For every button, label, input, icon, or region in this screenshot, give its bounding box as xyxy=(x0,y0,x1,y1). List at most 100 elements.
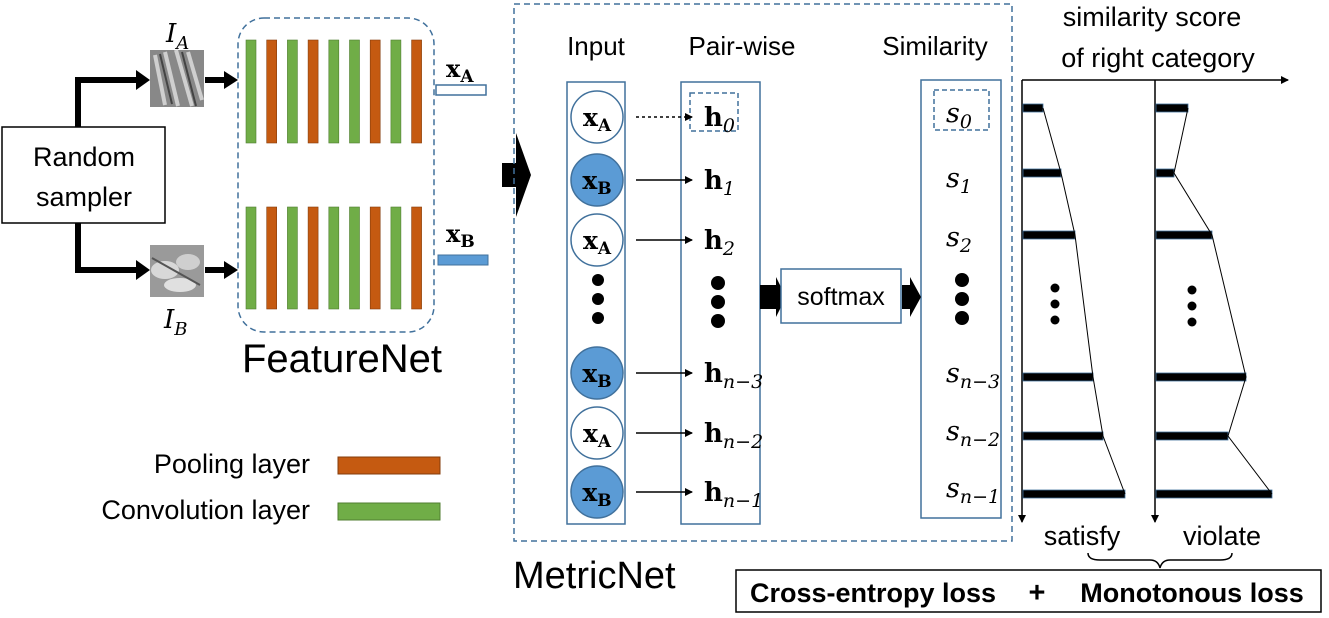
convolution-layer xyxy=(245,206,257,310)
metricnet-input-arrow xyxy=(502,133,531,217)
image-a xyxy=(150,49,204,107)
image-a-label: IA xyxy=(165,19,189,54)
h-label: h1 xyxy=(704,166,735,200)
h-label: hn−1 xyxy=(704,478,763,512)
image-b xyxy=(150,245,204,297)
h0-dashed-box xyxy=(689,92,739,132)
pooling-layer xyxy=(411,39,422,144)
satisfy-label: satisfy xyxy=(1044,521,1121,551)
score-bar xyxy=(1155,372,1247,382)
s-label: s0 xyxy=(946,98,972,133)
s0-dashed-box xyxy=(933,89,990,131)
input-node-label: xB xyxy=(582,478,611,511)
softmax-input-arrow xyxy=(760,277,786,317)
convolution-layer xyxy=(349,39,360,144)
softmax-box xyxy=(780,268,902,324)
feature-b-label: xB xyxy=(446,219,475,252)
score-bar xyxy=(1155,431,1229,441)
convolution-layer xyxy=(328,39,340,144)
featurenet-layers-top xyxy=(245,39,422,144)
featurenet-box xyxy=(237,17,435,333)
input-node-a xyxy=(570,90,624,144)
feature-vector-a xyxy=(435,84,487,96)
cross-entropy-loss-label: Cross-entropy loss xyxy=(750,578,996,608)
pooling-layer xyxy=(369,39,381,144)
pooling-layer xyxy=(266,39,278,144)
score-bar xyxy=(1022,168,1062,178)
legend-pooling-label: Pooling layer xyxy=(154,449,310,479)
pooling-layer xyxy=(411,206,422,310)
convolution-layer xyxy=(390,39,402,144)
input-node-label: xA xyxy=(583,419,612,452)
pooling-layer xyxy=(266,206,278,310)
input-node-label: xB xyxy=(582,359,611,392)
input-node-b xyxy=(570,346,624,400)
legend-pooling-swatch xyxy=(337,456,441,475)
violate-label: violate xyxy=(1183,521,1261,551)
score-title-line2: of right category xyxy=(1061,43,1255,73)
score-envelope xyxy=(1042,107,1126,495)
similarity-ellipsis xyxy=(955,273,969,325)
convolution-layer xyxy=(328,206,340,310)
featurenet-input-arrows xyxy=(205,71,238,279)
loss-brace xyxy=(1087,552,1233,569)
feature-vector-b xyxy=(437,254,489,266)
convolution-layer xyxy=(245,39,257,144)
legend-convolution-label: Convolution layer xyxy=(101,495,310,525)
h-label: hn−2 xyxy=(704,419,763,453)
s-label: sn−1 xyxy=(946,473,1000,508)
random-sampler: Random sampler xyxy=(1,126,166,224)
s-label: sn−3 xyxy=(946,358,1000,393)
s-label: s2 xyxy=(946,222,972,257)
s-label: sn−2 xyxy=(946,416,1000,451)
score-bar xyxy=(1155,168,1175,178)
metricnet-title: MetricNet xyxy=(513,555,676,597)
softmax-label: softmax xyxy=(797,283,885,311)
metricnet-box xyxy=(513,3,1013,542)
score-bar xyxy=(1155,489,1273,499)
feature-a-label: xA xyxy=(446,54,474,87)
score-title-line1: similarity score xyxy=(1063,2,1242,32)
input-node-label: xB xyxy=(582,166,611,199)
column-pairwise-header: Pair-wise xyxy=(689,31,796,61)
score-bar xyxy=(1022,372,1094,382)
violate-bars xyxy=(1155,103,1273,499)
softmax-output-arrow xyxy=(902,277,921,317)
convolution-layer xyxy=(287,39,298,144)
input-node-a xyxy=(570,213,624,267)
convolution-layer xyxy=(287,206,298,310)
convolution-layer xyxy=(390,206,402,310)
column-input-header: Input xyxy=(567,31,626,61)
pooling-layer xyxy=(307,206,319,310)
score-bar xyxy=(1022,230,1076,240)
h-label: h2 xyxy=(704,226,735,260)
input-node-b xyxy=(570,465,624,519)
convolution-layer xyxy=(349,206,360,310)
score-bar xyxy=(1155,103,1189,113)
h-label: h0 xyxy=(704,103,735,137)
pooling-layer xyxy=(369,206,381,310)
score-bar xyxy=(1022,489,1126,499)
input-node-label: xA xyxy=(583,103,612,136)
loss-box xyxy=(735,569,1322,613)
s-label: s1 xyxy=(946,163,972,198)
pairwise-ellipsis xyxy=(711,276,725,328)
pooling-layer xyxy=(307,39,319,144)
score-bar xyxy=(1022,431,1104,441)
satisfy-bars xyxy=(1022,103,1126,499)
monotonous-loss-label: Monotonous loss xyxy=(1080,578,1303,608)
featurenet-layers-bottom xyxy=(245,206,422,310)
legend: Pooling layer Convolution layer xyxy=(101,449,441,525)
score-envelope xyxy=(1173,107,1273,495)
sampler-label-line1: Random xyxy=(33,142,135,172)
image-b-label: IB xyxy=(163,305,188,340)
input-node-a xyxy=(570,406,624,460)
input-node-b xyxy=(570,153,624,207)
input-node-label: xA xyxy=(583,226,612,259)
legend-convolution-swatch xyxy=(337,502,441,521)
sampler-label-line2: sampler xyxy=(36,182,132,212)
sampler-arrows xyxy=(75,70,150,280)
input-ellipsis xyxy=(592,274,604,324)
